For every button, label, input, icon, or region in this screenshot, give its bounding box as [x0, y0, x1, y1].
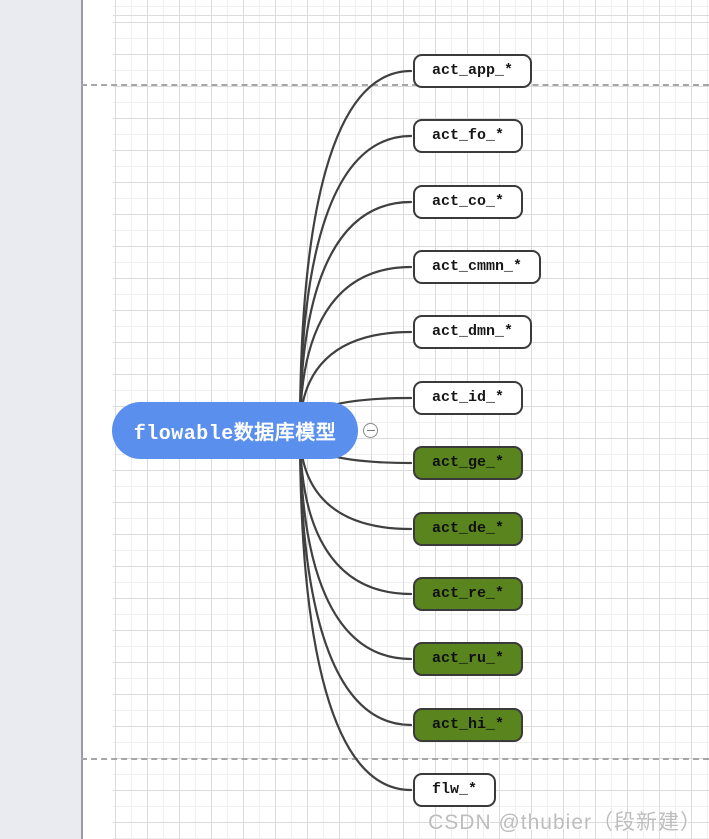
topic-node-act-fo[interactable]: act_fo_* [413, 119, 524, 153]
topic-node-act-hi[interactable]: act_hi_* [413, 708, 524, 742]
topic-node-act-re[interactable]: act_re_* [413, 577, 524, 611]
topic-node-act-app[interactable]: act_app_* [413, 54, 533, 88]
topic-node-flw[interactable]: flw_* [413, 773, 497, 807]
left-panel [0, 0, 81, 839]
page-boundary-line-bottom [81, 758, 709, 760]
topic-node-act-id[interactable]: act_id_* [413, 381, 524, 415]
collapse-toggle-button[interactable] [363, 423, 378, 438]
topic-node-act-co[interactable]: act_co_* [413, 185, 524, 219]
root-topic-node[interactable]: flowable数据库模型 [112, 402, 358, 459]
connector-edge-flw [298, 429, 413, 792]
root-topic-label: flowable数据库模型 [133, 422, 337, 446]
topic-node-act-dmn[interactable]: act_dmn_* [413, 315, 533, 349]
connector-edge-act-co [298, 200, 413, 433]
watermark-text: CSDN @thubier（段新建） [428, 811, 702, 834]
connector-edge-act-fo [298, 134, 413, 433]
connector-edge-act-hi [298, 429, 413, 727]
page-boundary-line-top [81, 84, 709, 86]
panel-divider [81, 0, 83, 839]
topic-node-act-cmmn[interactable]: act_cmmn_* [413, 250, 542, 284]
connector-edge-act-ru [298, 429, 413, 661]
topic-node-act-de[interactable]: act_de_* [413, 512, 524, 546]
connector-edge-act-cmmn [298, 265, 413, 433]
minus-icon [366, 429, 375, 432]
topic-node-act-ru[interactable]: act_ru_* [413, 642, 524, 676]
topic-node-act-ge[interactable]: act_ge_* [413, 446, 524, 480]
